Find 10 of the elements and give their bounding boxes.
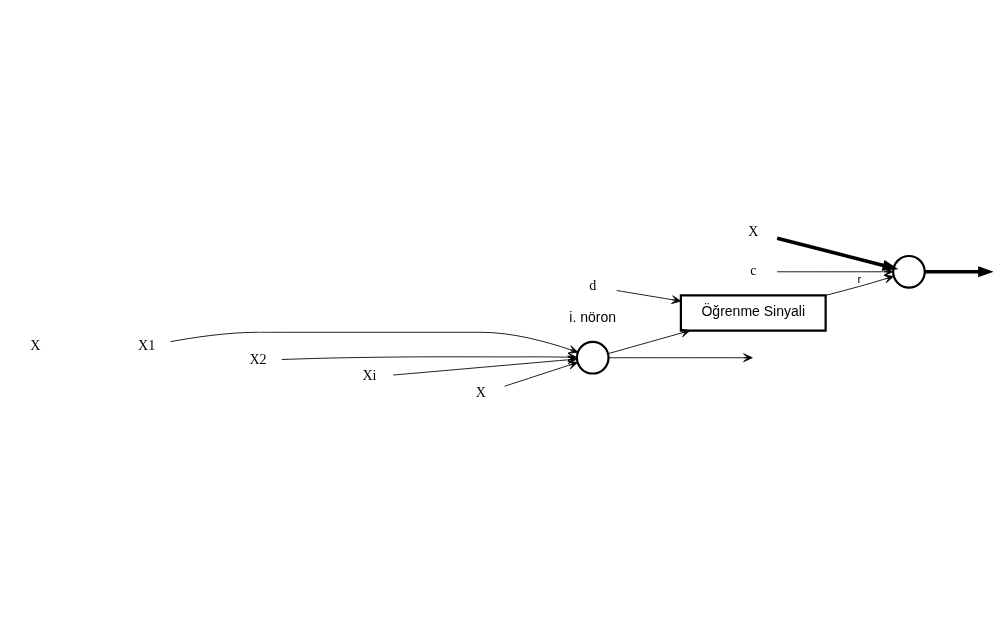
node-text: X bbox=[748, 222, 759, 239]
node-text: X2 bbox=[249, 350, 267, 367]
label: X bbox=[30, 336, 41, 353]
node-label: i. nöron bbox=[569, 308, 617, 325]
node-text: X bbox=[475, 383, 486, 400]
node-text: c bbox=[750, 261, 757, 278]
edge-label: r bbox=[857, 272, 862, 285]
node-text: d bbox=[589, 276, 597, 293]
node-text: X1 bbox=[138, 336, 156, 353]
node-text: Xi bbox=[362, 366, 377, 383]
